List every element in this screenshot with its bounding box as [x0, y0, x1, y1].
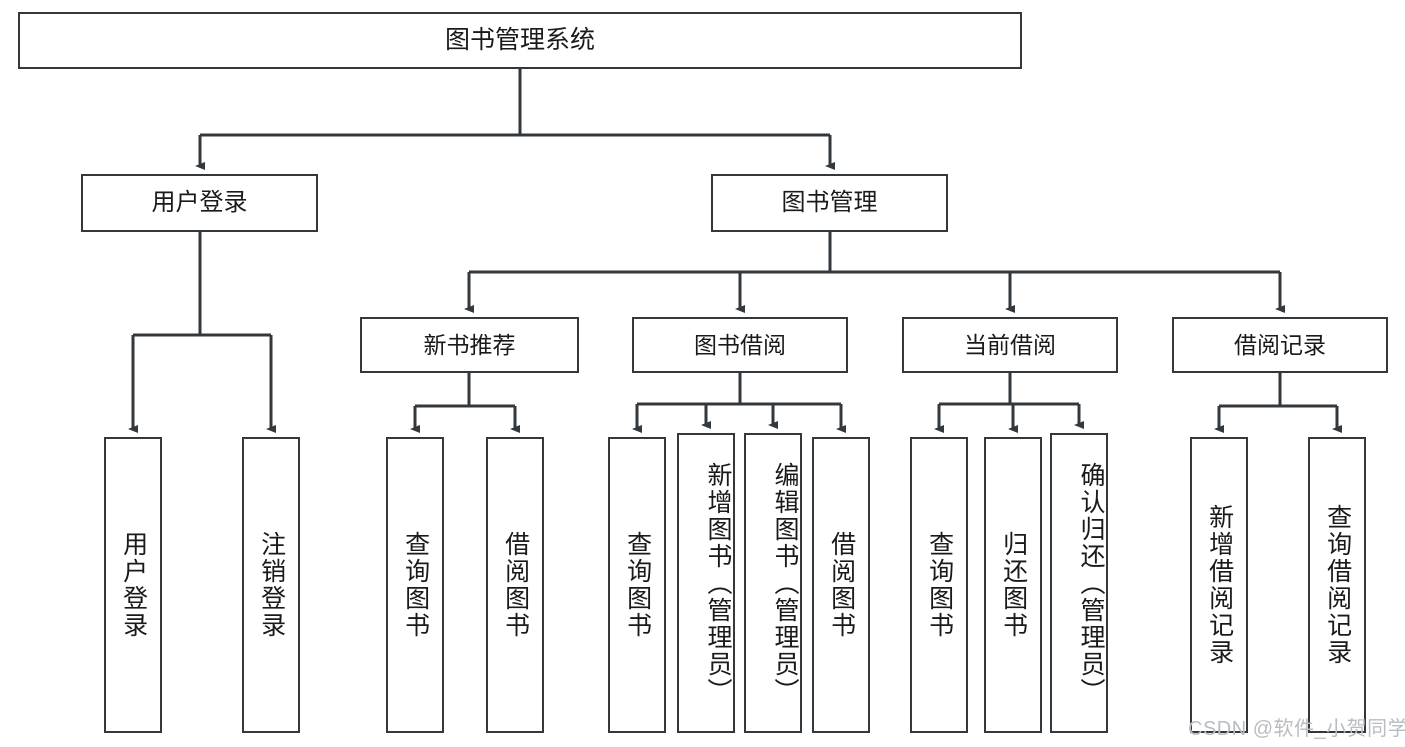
node-book-borrow[interactable]: 图书借阅: [632, 317, 848, 373]
node-leaf-query-book-2-label: 查询图书: [623, 531, 652, 639]
node-leaf-add-record-label: 新增借阅记录: [1205, 504, 1234, 666]
node-leaf-query-book-1[interactable]: 查询图书: [386, 437, 444, 733]
node-leaf-logout-label: 注销登录: [257, 531, 286, 639]
watermark: CSDN @软件_小贺同学: [1188, 718, 1405, 740]
node-leaf-query-record[interactable]: 查询借阅记录: [1308, 437, 1366, 733]
node-book-manage-label: 图书管理: [781, 189, 878, 216]
node-new-book-rec[interactable]: 新书推荐: [360, 317, 579, 373]
node-root[interactable]: 图书管理系统: [18, 12, 1022, 69]
node-leaf-query-book-2[interactable]: 查询图书: [608, 437, 666, 733]
node-leaf-borrow-book-1[interactable]: 借阅图书: [486, 437, 544, 733]
node-leaf-return-book-label: 归还图书: [999, 531, 1028, 639]
node-leaf-user-login[interactable]: 用户登录: [104, 437, 162, 733]
node-book-manage[interactable]: 图书管理: [711, 174, 948, 232]
node-leaf-add-book[interactable]: 新增图书（管理员）: [677, 433, 735, 733]
node-leaf-user-login-label: 用户登录: [119, 531, 148, 639]
node-leaf-borrow-book-2-label: 借阅图书: [827, 531, 856, 639]
node-user-login[interactable]: 用户登录: [81, 174, 318, 232]
node-leaf-edit-book[interactable]: 编辑图书（管理员）: [744, 433, 802, 733]
node-leaf-borrow-book-1-label: 借阅图书: [501, 531, 530, 639]
node-user-login-label: 用户登录: [151, 189, 248, 216]
node-leaf-query-book-3[interactable]: 查询图书: [910, 437, 968, 733]
node-leaf-add-record[interactable]: 新增借阅记录: [1190, 437, 1248, 733]
node-leaf-confirm-return-label: 确认归还（管理员）: [1077, 461, 1105, 705]
node-current-borrow-label: 当前借阅: [964, 331, 1056, 358]
node-new-book-rec-label: 新书推荐: [423, 331, 516, 358]
node-root-label: 图书管理系统: [444, 25, 595, 54]
node-leaf-return-book[interactable]: 归还图书: [984, 437, 1042, 733]
node-leaf-query-record-label: 查询借阅记录: [1323, 504, 1352, 666]
node-leaf-confirm-return[interactable]: 确认归还（管理员）: [1050, 433, 1108, 733]
node-book-borrow-label: 图书借阅: [694, 331, 786, 358]
node-borrow-record-label: 借阅记录: [1234, 331, 1326, 358]
node-leaf-edit-book-label: 编辑图书（管理员）: [771, 461, 799, 705]
node-current-borrow[interactable]: 当前借阅: [902, 317, 1118, 373]
node-leaf-query-book-1-label: 查询图书: [401, 531, 430, 639]
node-leaf-query-book-3-label: 查询图书: [925, 531, 954, 639]
node-leaf-borrow-book-2[interactable]: 借阅图书: [812, 437, 870, 733]
node-borrow-record[interactable]: 借阅记录: [1172, 317, 1388, 373]
node-leaf-add-book-label: 新增图书（管理员）: [704, 461, 732, 705]
node-leaf-logout[interactable]: 注销登录: [242, 437, 300, 733]
